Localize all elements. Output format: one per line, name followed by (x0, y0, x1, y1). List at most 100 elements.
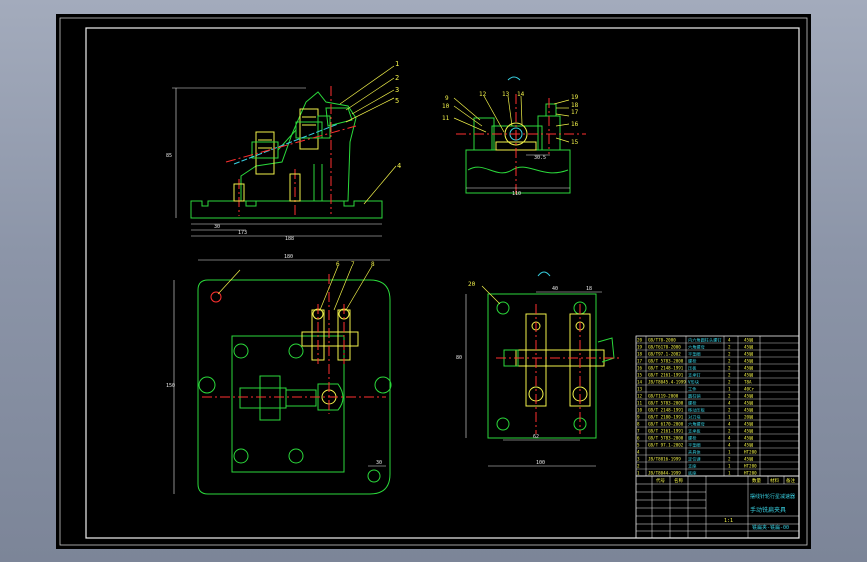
plan-balloons: 6 7 8 (336, 261, 375, 268)
front-balloons: 1 2 3 4 5 (395, 60, 401, 170)
dim-front-overall: 188 (285, 236, 294, 242)
plan-dims: 180 150 30 (166, 254, 382, 466)
bom-cell-mat: T8A (744, 379, 752, 384)
bom-cell-name: 圆柱销 (688, 392, 701, 399)
balloon-front-5: 5 (395, 97, 399, 105)
dim-right-gap: 18 (586, 286, 592, 292)
bom-cell-qty: 2 (728, 379, 731, 384)
bom-cell-qty: 2 (728, 407, 731, 412)
bom-cell-no: 9 (637, 414, 640, 419)
bom-cell-mat: 45钢 (744, 406, 753, 413)
balloon-side-12: 12 (479, 91, 487, 98)
drawing-number: 铣扁夹-铣扁-00 (752, 524, 789, 531)
bom-cell-mat: 45钢 (744, 336, 753, 343)
part-name: 手动铣扁夹具 (750, 506, 786, 514)
bom-cell-no: 7 (637, 428, 640, 433)
bom-cell-code: GB/T 6170-2000 (648, 421, 684, 426)
bom-cell-no: 4 (637, 449, 640, 454)
bom-cell-name: 对刀块 (688, 413, 701, 420)
bom-cell-name: 夹具体 (688, 448, 701, 455)
bom-cell-code: GB/T 2180-1991 (648, 414, 684, 419)
bom-cell-no: 20 (637, 337, 643, 342)
bom-cell-no: 1 (637, 470, 640, 475)
dim-right-width: 100 (536, 460, 545, 466)
dim-side-width: 110 (512, 191, 521, 197)
balloon-front-3: 3 (395, 86, 399, 94)
bom-cell-qty: 4 (728, 435, 731, 440)
bom-cell-mat: 45钢 (744, 427, 753, 434)
bom-cell-no: 6 (637, 435, 640, 440)
dim-plan-depth: 150 (166, 383, 175, 389)
bom-cell-code: JB/T8045.4-1999 (648, 379, 686, 384)
bom-cell-code: GB/T6170-2000 (648, 344, 681, 349)
bom-cell-name: 压板 (688, 364, 697, 371)
bom-cell-mat: HT200 (744, 470, 757, 475)
side-view (453, 76, 586, 196)
balloon-side-15: 15 (571, 139, 579, 146)
balloon-right-20: 20 (468, 281, 476, 288)
bom-cell-code: GB/T 2161-1991 (648, 372, 684, 377)
bom-cell-mat: 45钢 (744, 434, 753, 441)
bom-cell-name: 螺栓 (688, 357, 697, 364)
bom-cell-code: GB/T97.1-2002 (648, 351, 681, 356)
bom-cell-name: 移动压板 (688, 406, 706, 413)
bom-cell-code: GB/T 5783-2000 (648, 400, 684, 405)
bom-cell-no: 3 (637, 456, 640, 461)
dim-plan-small: 30 (376, 460, 382, 466)
inner-frame (85, 27, 800, 539)
bom-cell-mat: 45钢 (744, 350, 753, 357)
cad-viewport[interactable]: 1 2 3 4 5 85 30 173 188 (56, 14, 811, 549)
drawing-scale: 1:1 (724, 518, 733, 524)
bom-cell-qty: 1 (728, 470, 731, 475)
bom-cell-name: 支座 (688, 462, 696, 469)
bom-cell-name: 工件 (688, 385, 696, 392)
bom-cell-qty: 2 (728, 372, 731, 377)
balloon-side-18: 18 (571, 102, 579, 109)
bom-cell-code: GB/T119-2000 (648, 393, 679, 398)
assembly-drawing: 1 2 3 4 5 85 30 173 188 (59, 17, 808, 546)
bom-cell-code: GB/T 5783-2000 (648, 435, 684, 440)
title-col-qty: 数量 (752, 477, 761, 484)
dim-right-top: 40 (552, 286, 558, 292)
bom-cell-qty: 2 (728, 344, 731, 349)
dim-front-base: 30 (214, 224, 220, 230)
bom-cell-no: 12 (637, 393, 643, 398)
side-balloons: 9 10 11 12 13 14 15 16 17 18 19 (442, 91, 579, 146)
bom-cell-code: JB/T8016-1999 (648, 456, 681, 461)
bom-cell-code: GB/T 2148-1991 (648, 365, 684, 370)
balloon-plan-7: 7 (351, 261, 355, 268)
title-col-code: 代号 (656, 477, 665, 484)
bom-cell-mat: 20钢 (744, 413, 753, 420)
title-col-name: 名称 (674, 477, 683, 484)
right-balloons: 20 (468, 281, 476, 288)
bom-cell-mat: 45钢 (744, 455, 753, 462)
bom-cell-no: 17 (637, 358, 643, 363)
dim-right-depth: 80 (456, 355, 462, 361)
bom-cell-qty: 1 (728, 449, 731, 454)
right-dims: 100 62 80 40 18 (456, 286, 592, 466)
title-col-mat: 材料 (770, 477, 779, 484)
top-view-right (465, 271, 622, 467)
bom-cell-name: 螺栓 (688, 399, 697, 406)
bom-cell-mat: 45钢 (744, 357, 753, 364)
bom-cell-name: 底座 (688, 469, 696, 476)
bom-cell-no: 14 (637, 379, 643, 384)
balloon-front-1: 1 (395, 60, 399, 68)
balloon-plan-8: 8 (371, 261, 375, 268)
bom-cell-no: 5 (637, 442, 640, 447)
bom-cell-code: GB/T 5783-2000 (648, 358, 684, 363)
balloon-side-17: 17 (571, 109, 579, 116)
bom-cell-qty: 2 (728, 393, 731, 398)
bom-cell-qty: 4 (728, 400, 731, 405)
bom-cell-name: 平垫圈 (688, 441, 701, 448)
bom-cell-mat: 45钢 (744, 441, 753, 448)
bom-cell-name: 支承钉 (688, 371, 701, 378)
outer-frame (59, 17, 808, 546)
bom-cell-qty: 2 (728, 351, 731, 356)
bom-cell-no: 13 (637, 386, 643, 391)
bom-cell-qty: 2 (728, 358, 731, 363)
balloon-side-19: 19 (571, 94, 579, 101)
bom-cell-name: 六角螺母 (688, 420, 705, 427)
